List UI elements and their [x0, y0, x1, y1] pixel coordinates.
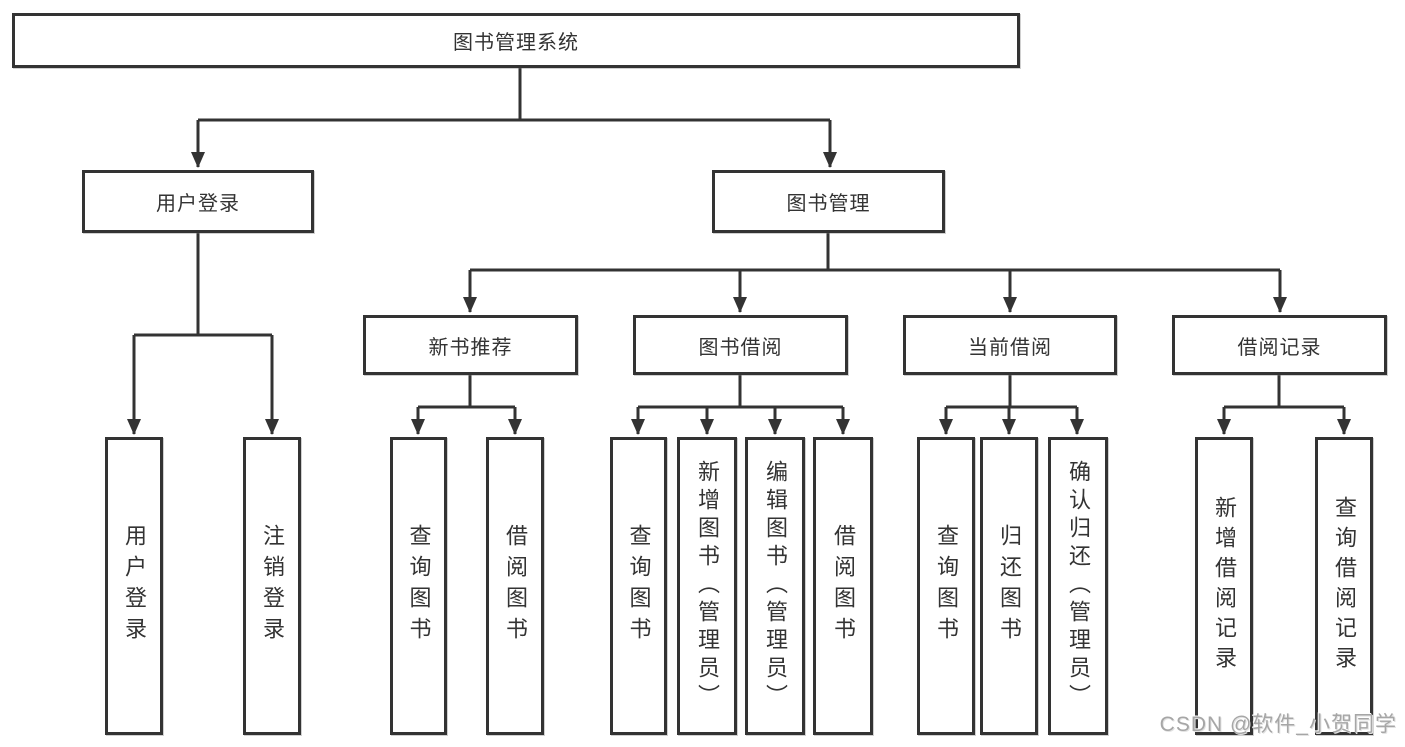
leaf-add-borrow-record: 新增借阅记录	[1195, 437, 1253, 735]
leaf-edit-book-admin: 编辑图书（管理员）	[745, 437, 805, 735]
leaf-logout: 注销登录	[243, 437, 301, 735]
leaf-query-books-3: 查询图书	[917, 437, 975, 735]
node-user-login: 用户登录	[82, 170, 314, 233]
watermark: CSDN @软件_小贺同学	[1159, 713, 1397, 736]
node-library-management-system: 图书管理系统	[12, 13, 1020, 68]
leaf-user-login: 用户登录	[105, 437, 163, 735]
node-book-management: 图书管理	[712, 170, 945, 233]
leaf-query-books-2: 查询图书	[610, 437, 667, 735]
node-book-borrowing: 图书借阅	[633, 315, 848, 375]
leaf-add-book-admin: 新增图书（管理员）	[677, 437, 737, 735]
leaf-query-books-1: 查询图书	[390, 437, 447, 735]
leaf-return-books: 归还图书	[980, 437, 1038, 735]
node-borrowing-records: 借阅记录	[1172, 315, 1387, 375]
leaf-borrow-books-1: 借阅图书	[486, 437, 544, 735]
node-current-borrowing: 当前借阅	[903, 315, 1117, 375]
leaf-borrow-books-2: 借阅图书	[813, 437, 873, 735]
leaf-query-borrow-record: 查询借阅记录	[1315, 437, 1373, 735]
node-new-book-recommendation: 新书推荐	[363, 315, 578, 375]
leaf-confirm-return-admin: 确认归还（管理员）	[1048, 437, 1108, 735]
